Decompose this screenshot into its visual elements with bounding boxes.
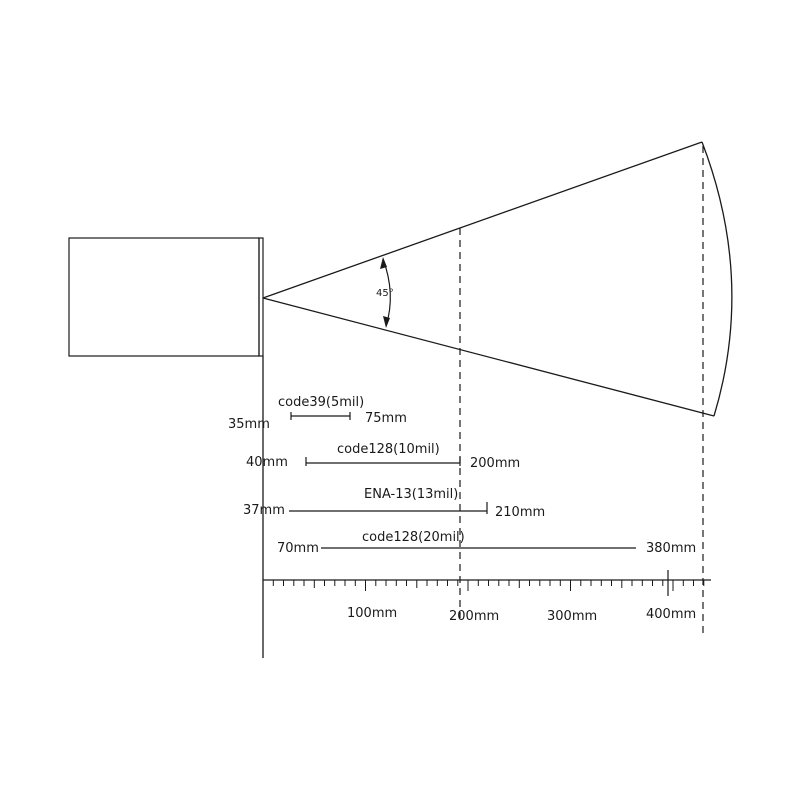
range-near: 37mm <box>243 503 285 518</box>
range-far: 200mm <box>470 456 520 471</box>
scan-cone-arc <box>701 141 733 417</box>
range-name: ENA-13(13mil) <box>364 487 458 502</box>
angle-label: 45° <box>376 288 394 299</box>
distance-axis: 100mm 200mm 300mm 400mm <box>263 570 711 624</box>
range-code128-20mil: code128(20mil) 70mm 380mm <box>277 530 696 556</box>
range-near: 35mm <box>228 417 270 432</box>
range-far: 210mm <box>495 505 545 520</box>
range-name: code128(10mil) <box>337 442 440 457</box>
axis-label-400mm: 400mm <box>646 607 696 622</box>
scan-cone-upper-edge <box>262 141 703 299</box>
axis-label-300mm: 300mm <box>547 609 597 624</box>
scanner-body <box>68 237 260 357</box>
range-near: 70mm <box>277 541 319 556</box>
range-near: 40mm <box>246 455 288 470</box>
range-code39-5mil: code39(5mil) 35mm 75mm <box>228 395 407 432</box>
scan-cone-lower-edge <box>262 297 715 417</box>
range-name: code39(5mil) <box>278 395 364 410</box>
range-far: 380mm <box>646 541 696 556</box>
range-code128-10mil: code128(10mil) 40mm 200mm <box>246 442 520 471</box>
axis-label-100mm: 100mm <box>347 606 397 621</box>
angle-arrow-up <box>380 257 387 269</box>
range-ena13-13mil: ENA-13(13mil) 37mm 210mm <box>243 487 545 520</box>
axis-label-200mm: 200mm <box>449 609 499 624</box>
scanner-window <box>258 237 264 357</box>
range-name: code128(20mil) <box>362 530 465 545</box>
angle-arrow-down <box>383 316 390 328</box>
axis-ticks <box>272 580 705 591</box>
range-far: 75mm <box>365 411 407 426</box>
